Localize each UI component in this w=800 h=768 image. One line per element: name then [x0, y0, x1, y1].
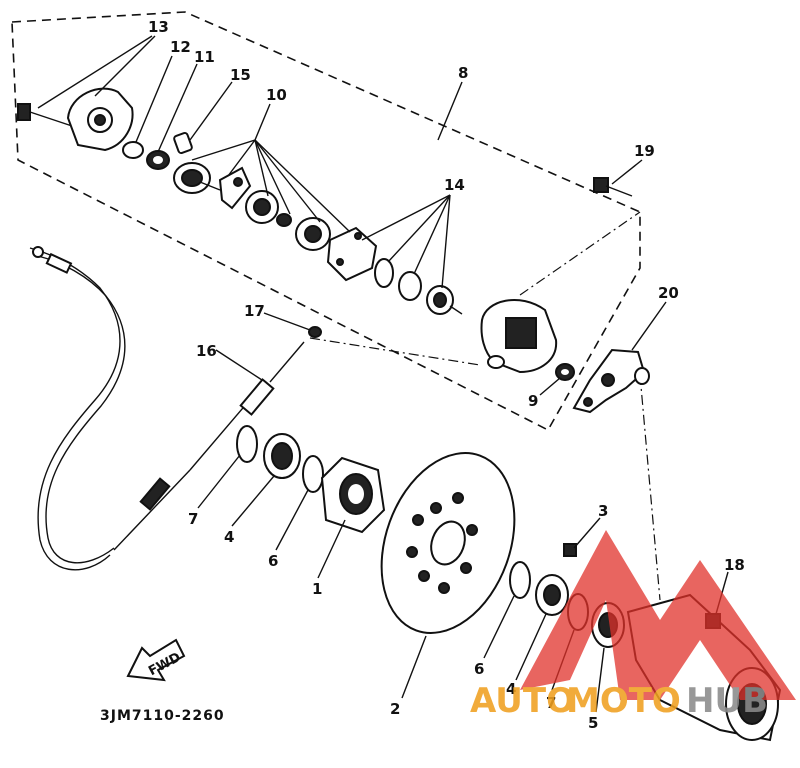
callout-1: 1 [312, 580, 322, 598]
bearing-part [295, 217, 331, 251]
watermark-text-moto: MOTO [566, 681, 681, 721]
watermark-triangle-icon [520, 530, 796, 700]
bearing-a-part [302, 455, 324, 493]
gasket-part [326, 226, 378, 282]
washer-part [122, 141, 144, 159]
circlip-a-part [236, 425, 258, 463]
fwd-arrow-icon: FWD [126, 638, 186, 682]
callout-3: 3 [598, 502, 608, 520]
watermark-logo: AUTO MOTO HUB [470, 530, 796, 721]
callout-2: 2 [390, 700, 400, 718]
callout-5: 5 [588, 714, 598, 732]
spring-part [276, 213, 292, 227]
screw-gear-part [173, 162, 221, 194]
lever-part [218, 166, 252, 210]
diagram-code: 3JM7110-2260 [100, 708, 225, 724]
caliper-body-part [480, 298, 558, 374]
callout-7-lower: 7 [546, 694, 556, 712]
ring-part [245, 190, 279, 224]
o-ring-a-part [374, 258, 394, 288]
bolt-part [17, 103, 73, 127]
oil-seal-a-part [263, 433, 301, 479]
callout-18: 18 [724, 556, 745, 574]
bolt-3-part [563, 543, 577, 557]
callout-15: 15 [230, 66, 251, 84]
pin-part [173, 131, 193, 155]
watermark-text-auto: AUTO [470, 681, 575, 721]
callout-6-upper: 6 [268, 552, 278, 570]
callout-9: 9 [528, 392, 538, 410]
o-ring-b-part [398, 271, 422, 301]
callout-4-upper: 4 [224, 528, 234, 546]
watermark-text-hub: HUB [686, 681, 768, 721]
assembly-boundary [11, 11, 641, 432]
callout-7-upper: 7 [188, 510, 198, 528]
callout-4-lower: 4 [506, 680, 516, 698]
callout-17: 17 [244, 302, 265, 320]
cable-clip-part [308, 326, 322, 338]
gear-part [146, 150, 170, 170]
piston-part [426, 285, 463, 315]
alignment-line-bracket [519, 211, 641, 296]
callout-8: 8 [458, 64, 468, 82]
oil-seal-b-part [535, 574, 569, 616]
callout-12: 12 [170, 38, 191, 56]
callout-13: 13 [148, 18, 169, 36]
alignment-line-cable [309, 337, 481, 366]
alignment-line-axle [639, 374, 661, 601]
caliper-cover-part [66, 87, 134, 152]
bracket-part [572, 348, 650, 414]
callout-14: 14 [444, 176, 465, 194]
brake-cable-part [29, 246, 305, 571]
nut-part [555, 363, 575, 381]
brake-disc-part [380, 452, 516, 634]
callout-6-lower: 6 [474, 660, 484, 678]
callout-20: 20 [658, 284, 679, 302]
hub-flange-part [320, 456, 386, 534]
circlip-b-part [509, 561, 531, 599]
callout-16: 16 [196, 342, 217, 360]
callout-11: 11 [194, 48, 215, 66]
callout-10: 10 [266, 86, 287, 104]
bolt-19-part [593, 177, 633, 197]
callout-19: 19 [634, 142, 655, 160]
leader-lines [37, 35, 729, 713]
